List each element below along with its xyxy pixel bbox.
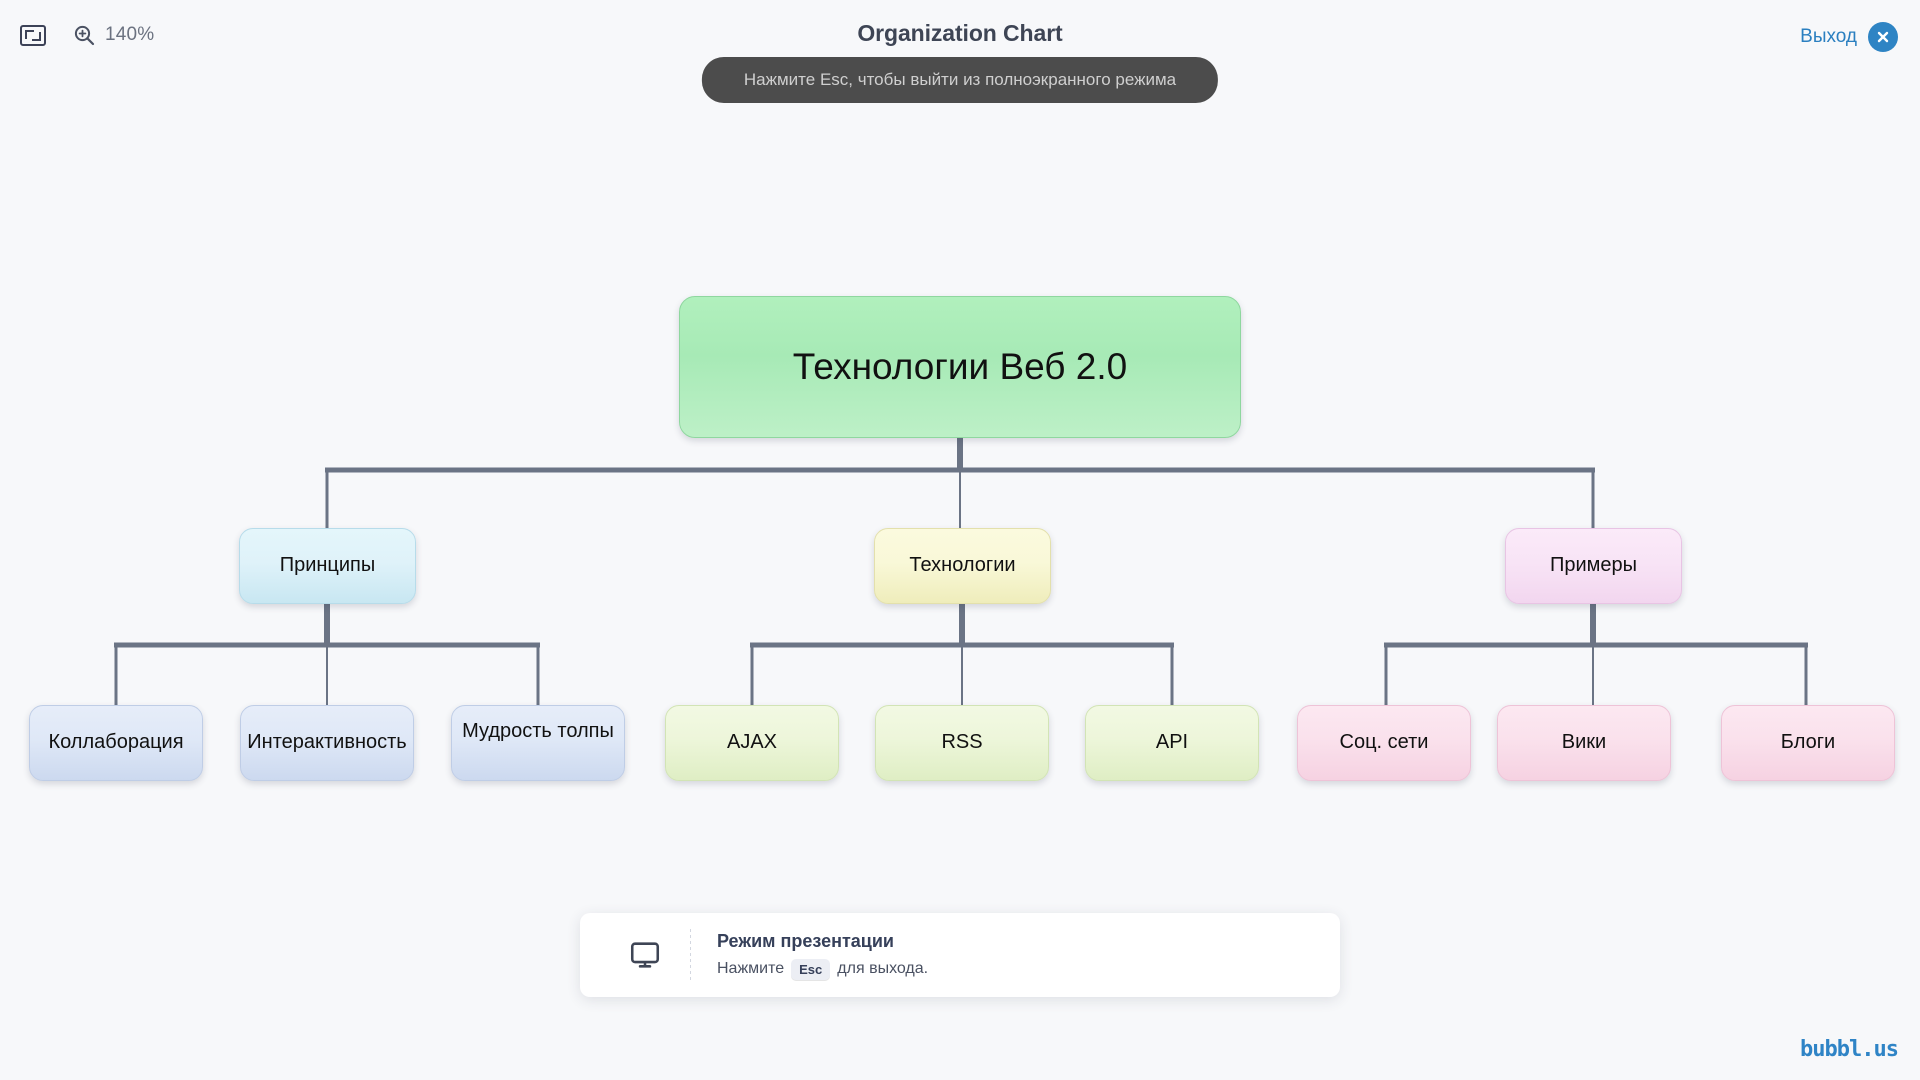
node-label: AJAX: [726, 731, 778, 754]
zoom-control[interactable]: 140%: [72, 23, 154, 47]
card-divider: [690, 929, 691, 981]
presentation-card-text: Режим презентации Нажмите Esc для выхода…: [717, 931, 928, 980]
fullscreen-hint-toast: Нажмите Esc, чтобы выйти из полноэкранно…: [701, 57, 1219, 103]
chart-node-wiki[interactable]: Вики: [1497, 705, 1671, 781]
exit-label: Выход: [1800, 26, 1857, 47]
chart-node-collaboration[interactable]: Коллаборация: [29, 705, 203, 781]
page-title: Organization Chart: [857, 20, 1063, 46]
presentation-card-title: Режим презентации: [717, 930, 894, 951]
zoom-level-label: 140%: [105, 24, 155, 45]
node-label: Интерактивность: [247, 731, 407, 754]
zoom-in-icon: [74, 25, 95, 46]
chart-node-social-networks[interactable]: Соц. сети: [1297, 705, 1471, 781]
hint-prefix: Нажмите: [717, 960, 785, 977]
node-label: RSS: [941, 731, 983, 754]
chart-node-api[interactable]: API: [1085, 705, 1259, 781]
chart-node-blogs[interactable]: Блоги: [1721, 705, 1895, 781]
close-icon: [1877, 31, 1889, 43]
node-label: Примеры: [1549, 554, 1638, 577]
node-label: Вики: [1561, 731, 1607, 754]
chart-node-wisdom-of-crowds[interactable]: Мудрость толпы: [451, 705, 625, 781]
chart-node-examples[interactable]: Примеры: [1505, 528, 1682, 604]
monitor-icon: [630, 942, 660, 968]
esc-key-badge: Esc: [791, 958, 831, 980]
fullscreen-icon: [20, 24, 46, 46]
chart-node-principles[interactable]: Принципы: [239, 528, 416, 604]
close-circle-icon[interactable]: [1868, 22, 1898, 52]
presentation-card-hint: Нажмите Esc для выхода.: [717, 958, 929, 980]
chart-node-technologies[interactable]: Технологии: [874, 528, 1051, 604]
bubblus-logo[interactable]: bubbl.us: [1800, 1037, 1899, 1062]
node-label: Коллаборация: [48, 731, 184, 754]
fullscreen-button[interactable]: [18, 20, 48, 50]
node-label: Мудрость толпы: [462, 720, 614, 743]
exit-fullscreen-button[interactable]: Выход: [1800, 22, 1898, 52]
top-toolbar: 140% Organization Chart Выход: [0, 0, 1920, 78]
node-label: Соц. сети: [1339, 731, 1429, 754]
chart-node-interactivity[interactable]: Интерактивность: [240, 705, 414, 781]
chart-node-rss[interactable]: RSS: [875, 705, 1049, 781]
chart-node-root[interactable]: Технологии Веб 2.0: [679, 296, 1241, 438]
node-label: Технологии: [909, 554, 1016, 577]
node-label: API: [1155, 731, 1189, 754]
node-label: Блоги: [1780, 731, 1836, 754]
chart-node-ajax[interactable]: AJAX: [665, 705, 839, 781]
node-label: Технологии Веб 2.0: [792, 346, 1128, 388]
toolbar-left-group: 140%: [18, 20, 154, 50]
node-label: Принципы: [279, 554, 376, 577]
hint-suffix: для выхода.: [837, 960, 929, 977]
presentation-mode-card: Режим презентации Нажмите Esc для выхода…: [580, 913, 1340, 997]
